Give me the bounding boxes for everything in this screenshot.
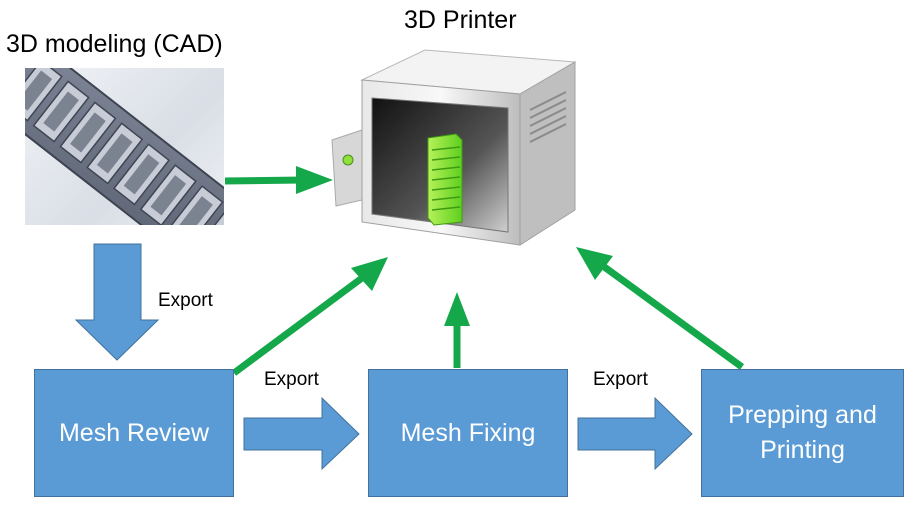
mesh-review-label: Mesh Review — [58, 418, 210, 447]
prepping-printing-label: Prepping and Printing — [728, 401, 877, 464]
export-label-review-to-fixing: Export — [264, 369, 319, 390]
printer-title: 3D Printer — [404, 6, 517, 34]
cad-to-printer-arrow — [224, 176, 305, 185]
mesh-review-box: Mesh Review — [34, 369, 234, 497]
review-to-printer-arrow — [231, 275, 365, 376]
3d-printer-icon — [331, 49, 577, 246]
mesh-fixing-label: Mesh Fixing — [400, 418, 536, 447]
export-arrow-review-to-fixing — [243, 396, 360, 471]
export-arrow-down — [74, 243, 160, 361]
cad-model-image — [25, 68, 224, 225]
prepping-printing-box: Prepping and Printing — [701, 369, 904, 497]
export-arrow-fixing-to-prep — [577, 396, 693, 471]
export-label-fixing-to-prep: Export — [593, 369, 648, 390]
cad-title: 3D modeling (CAD) — [6, 30, 223, 58]
mesh-fixing-box: Mesh Fixing — [368, 369, 568, 497]
export-label-cad-to-review: Export — [158, 290, 213, 311]
prep-to-printer-arrow — [600, 263, 745, 370]
